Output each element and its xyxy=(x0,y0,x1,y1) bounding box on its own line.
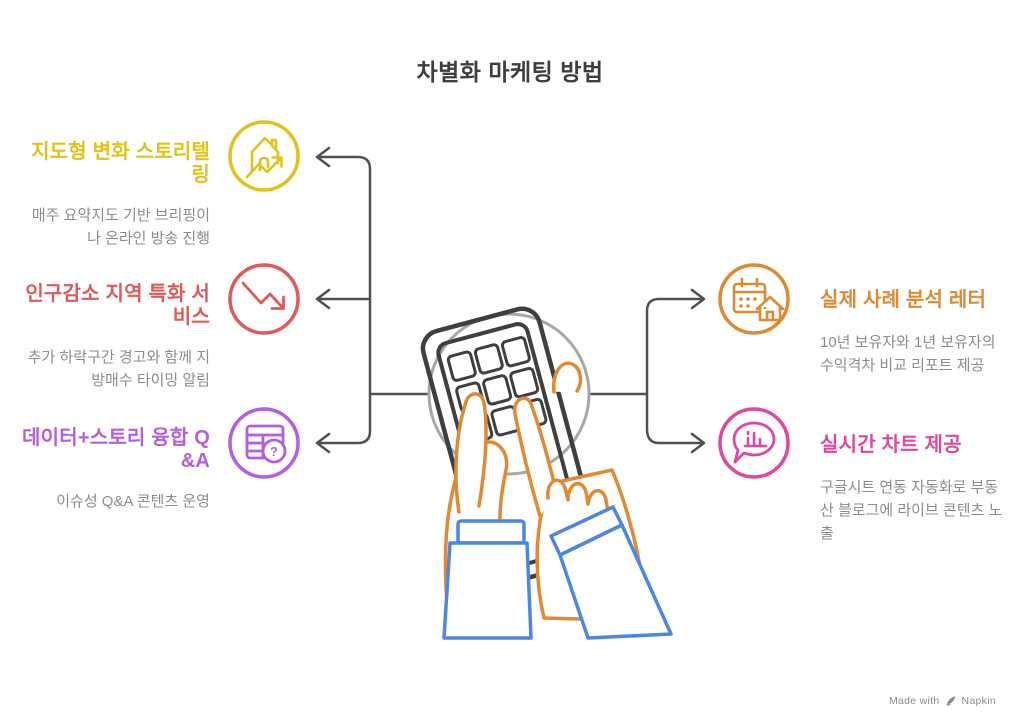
right-index-finger xyxy=(512,396,559,518)
right-item-1-description: 10년 보유자와 1년 보유자의 수익격차 비교 리포트 제공 xyxy=(820,334,996,374)
left-item-3-description: 이슈성 Q&A 콘텐츠 운영 xyxy=(56,493,210,510)
left-item-3-title: 데이터+스토리 융합 Q&A xyxy=(22,427,210,472)
left-item-2: 인구감소 지역 특화 서비스 추가 하락구간 경고와 함께 지방매수 타이밍 알… xyxy=(20,283,210,392)
left-item-1: 지도형 변화 스토리텔링 매주 요약지도 기반 브리핑이나 온라인 방송 진행 xyxy=(20,141,210,250)
calendar-dots-glyph xyxy=(739,297,757,308)
made-with-label: Made with xyxy=(888,695,940,707)
left-item-2-title: 인구감소 지역 특화 서비스 xyxy=(25,283,210,328)
right-curled-finger xyxy=(552,361,583,394)
right-item-1: 실제 사례 분석 레터 10년 보유자와 1년 보유자의 수익격차 비교 리포트… xyxy=(820,289,1010,377)
connector-right-trunk xyxy=(645,297,705,445)
house-door-glyph xyxy=(258,156,270,172)
chat-chart-icon xyxy=(717,406,791,480)
right-knuckles xyxy=(546,478,610,514)
left-sleeve xyxy=(442,541,533,640)
arrowhead-right-bottom-icon xyxy=(690,432,706,454)
right-item-1-title: 실제 사례 분석 레터 xyxy=(820,289,987,311)
left-item-3: 데이터+스토리 융합 Q&A 이슈성 Q&A 콘텐츠 운영 xyxy=(20,427,210,513)
calendar-rings-glyph xyxy=(732,277,767,294)
question-mark-glyph: ? xyxy=(270,444,278,459)
trend-arrowhead-glyph xyxy=(271,156,283,168)
calendar-glyph xyxy=(732,282,767,314)
right-item-2-description: 구글시트 연동 자동화로 부동산 블로그에 라이브 콘텐츠 노출 xyxy=(820,479,1003,542)
decline-arrow-icon xyxy=(227,262,301,336)
arrowhead-left-bottom-icon xyxy=(315,432,331,454)
made-with-napkin[interactable]: Made with Napkin xyxy=(889,695,996,707)
decline-arrowhead-glyph xyxy=(270,295,285,310)
connector-lines xyxy=(315,146,706,454)
hands-device-illustration xyxy=(420,306,673,640)
left-item-2-description: 추가 하락구간 경고와 함께 지방매수 타이밍 알림 xyxy=(27,349,210,389)
left-cuff xyxy=(456,519,526,545)
table-question-icon: ? xyxy=(227,406,301,480)
right-item-2-title: 실시간 차트 제공 xyxy=(820,434,962,456)
left-item-1-title: 지도형 변화 스토리텔링 xyxy=(31,141,210,186)
page-title: 차별화 마케팅 방법 xyxy=(416,59,604,85)
right-item-2: 실시간 차트 제공 구글시트 연동 자동화로 부동산 블로그에 라이브 콘텐츠 … xyxy=(820,434,1010,545)
question-bubble-glyph xyxy=(261,438,287,464)
left-item-1-description: 매주 요약지도 기반 브리핑이나 온라인 방송 진행 xyxy=(31,207,210,247)
decline-line-glyph xyxy=(241,281,285,310)
arrowhead-left-middle-icon xyxy=(315,288,331,310)
left-thumb xyxy=(454,392,488,514)
napkin-logo-icon xyxy=(946,696,956,706)
calendar-house-icon xyxy=(717,262,791,336)
trend-arrow-glyph xyxy=(245,156,283,179)
house-trend-icon xyxy=(227,119,301,193)
sleeves-icon xyxy=(442,505,673,640)
house-glyph xyxy=(250,136,280,172)
center-circle xyxy=(427,312,591,476)
chat-bubble-glyph xyxy=(732,421,776,464)
bar-chart-glyph xyxy=(743,430,768,448)
right-sleeve xyxy=(558,523,673,640)
arrowhead-right-top-icon xyxy=(690,288,706,310)
arrowhead-left-top-icon xyxy=(315,146,331,168)
napkin-brand-label: Napkin xyxy=(961,695,996,707)
small-house-glyph xyxy=(755,295,785,322)
